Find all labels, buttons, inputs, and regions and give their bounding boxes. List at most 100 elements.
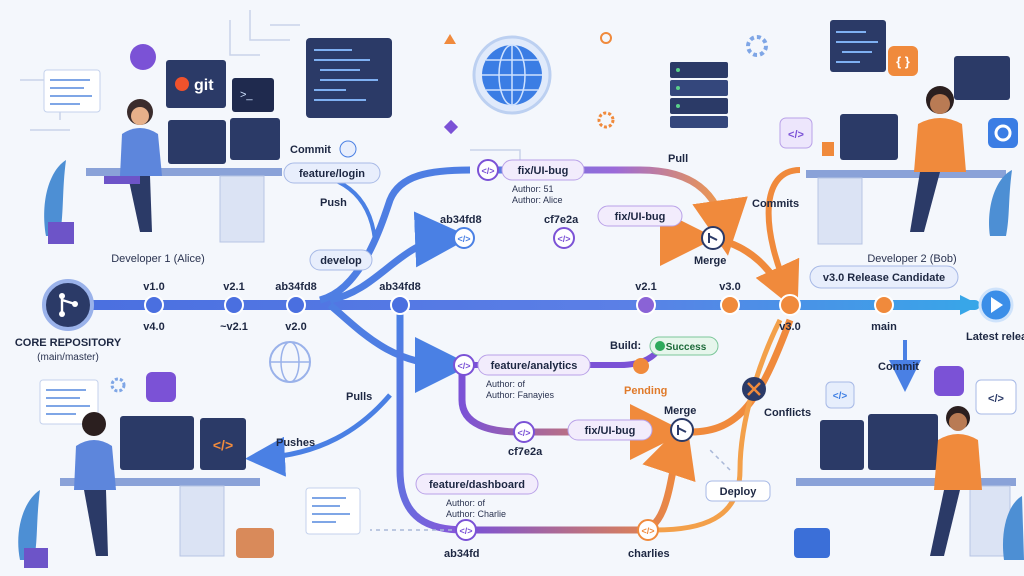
tag-v2-1-b: v2.1 [635,281,656,293]
triangle-decoration-icon [444,34,456,44]
node-v1[interactable] [144,295,164,315]
node-v2-1[interactable] [224,295,244,315]
dashboard-author-1: Author: of [446,498,486,508]
fix-top-pill-2[interactable] [597,205,683,227]
gear-small-icon [597,111,615,129]
code-window-br [975,379,1017,415]
tag-ab34fd8-2: ab34fd8 [379,281,421,293]
diamond-decoration-icon [443,119,459,135]
commit-cf7e2a-top-label: cf7e2a [544,214,579,226]
bag-icon [236,528,274,558]
node-merge-main[interactable] [779,294,801,316]
tag-v2-1: v2.1 [223,281,244,293]
release-candidate-pill[interactable] [809,265,959,289]
code-glyph: </> [988,393,1004,405]
monitor-bob [840,114,898,160]
main-branch-line [68,300,980,310]
code-window-bob [830,20,886,72]
dev-bl-body [74,440,116,490]
code-badge-br [825,381,855,409]
conflicts-label: Conflicts [764,407,811,419]
doc-lines-icon [50,79,92,105]
branch-develop-path [329,211,471,304]
code-lines-icon [314,49,378,101]
fix-top-label: fix/UI-bug [518,165,569,177]
fix-top-pill-2-label: fix/UI-bug [615,211,666,223]
dashboard-pill[interactable] [415,473,539,495]
success-label: Success [666,342,707,353]
chat-window-bob [954,56,1010,100]
desk-bottom-left [60,478,260,486]
developer-bottom-right-scene: </> </> [794,366,1024,560]
code-window-icon [306,38,392,118]
ring-decoration-icon [600,32,612,44]
fix-bottom-label: fix/UI-bug [585,425,636,437]
monitor-alice-2 [230,118,280,160]
node-v3[interactable] [720,295,740,315]
code-icon-analytics[interactable] [453,354,475,376]
feature-login-pill[interactable] [283,162,381,184]
monitor-bottom-left-1 [120,416,194,470]
push-label: Push [320,197,347,209]
developer-alice-label: Developer 1 (Alice) [111,253,205,265]
tag-v2: v2.0 [285,321,306,333]
code-icon-ab34fd[interactable] [455,519,477,541]
code-icon-ab34fd8[interactable] [453,227,475,249]
code-glyph: </> [517,428,530,438]
git-branch-icon [59,293,78,317]
node-main[interactable] [874,295,894,315]
node-v2-1-b[interactable] [636,295,656,315]
braces-glyph: { } [896,54,910,69]
conflict-x-glyph [747,382,761,396]
drawer-bottom-left [179,485,225,557]
merge-bottom-label: Merge [664,405,696,417]
tag-tilde-v2-1: ~v2.1 [220,321,248,333]
alice-legs [128,176,152,232]
branch-fix-top-path [480,166,748,256]
git-badge-bottom-icon [146,372,176,402]
git-logo-icon [175,77,189,91]
briefcase-icon [794,528,830,558]
plant-bob [989,170,1012,236]
branch-dashboard-path [396,310,466,534]
code-glyph: </> [557,234,570,244]
code-icon-charlies[interactable] [637,519,659,541]
dashboard-label: feature/dashboard [429,479,525,491]
build-label: Build: [610,340,641,352]
node-ab34fd8-2[interactable] [390,295,410,315]
plant-br [1002,496,1024,560]
develop-label: develop [320,255,362,267]
developer-bottom-left-scene: </> [18,341,311,568]
alice-body [120,128,162,176]
code-icon-fix-top[interactable] [477,159,499,181]
commit-icon[interactable] [339,140,357,158]
drawer-br [969,485,1011,557]
deploy-button[interactable] [705,480,771,502]
feature-login-label: feature/login [299,168,365,180]
monitor-br-2 [868,414,938,470]
tag-v3-bottom: v3.0 [779,321,800,333]
settings-badge-icon [988,118,1018,148]
commits-path [755,167,801,312]
desk-bob [806,170,1006,178]
code-icon-cf7e2a-top[interactable] [553,227,575,249]
tag-main: main [871,321,897,333]
plant-bottom-left [18,490,40,560]
terminal-window-icon [232,78,274,112]
fix-bottom-pill[interactable] [567,419,653,441]
plant-alice [44,160,66,236]
fix-top-pill[interactable] [501,159,585,181]
node-ab34fd8[interactable] [286,295,306,315]
gear-icon [746,35,768,57]
desk-br [796,478,1016,486]
latest-release-label: Latest relea [966,331,1024,343]
core-repository-icon[interactable] [42,279,94,331]
develop-pill[interactable] [309,249,373,271]
analytics-pill[interactable] [477,354,591,376]
main-arrowhead [960,295,980,315]
plant-pot-bob [822,142,834,156]
code-icon-cf7e2a-bottom[interactable] [513,421,535,443]
pushes-label: Pushes [276,437,315,449]
charlies-label: charlies [628,548,670,560]
